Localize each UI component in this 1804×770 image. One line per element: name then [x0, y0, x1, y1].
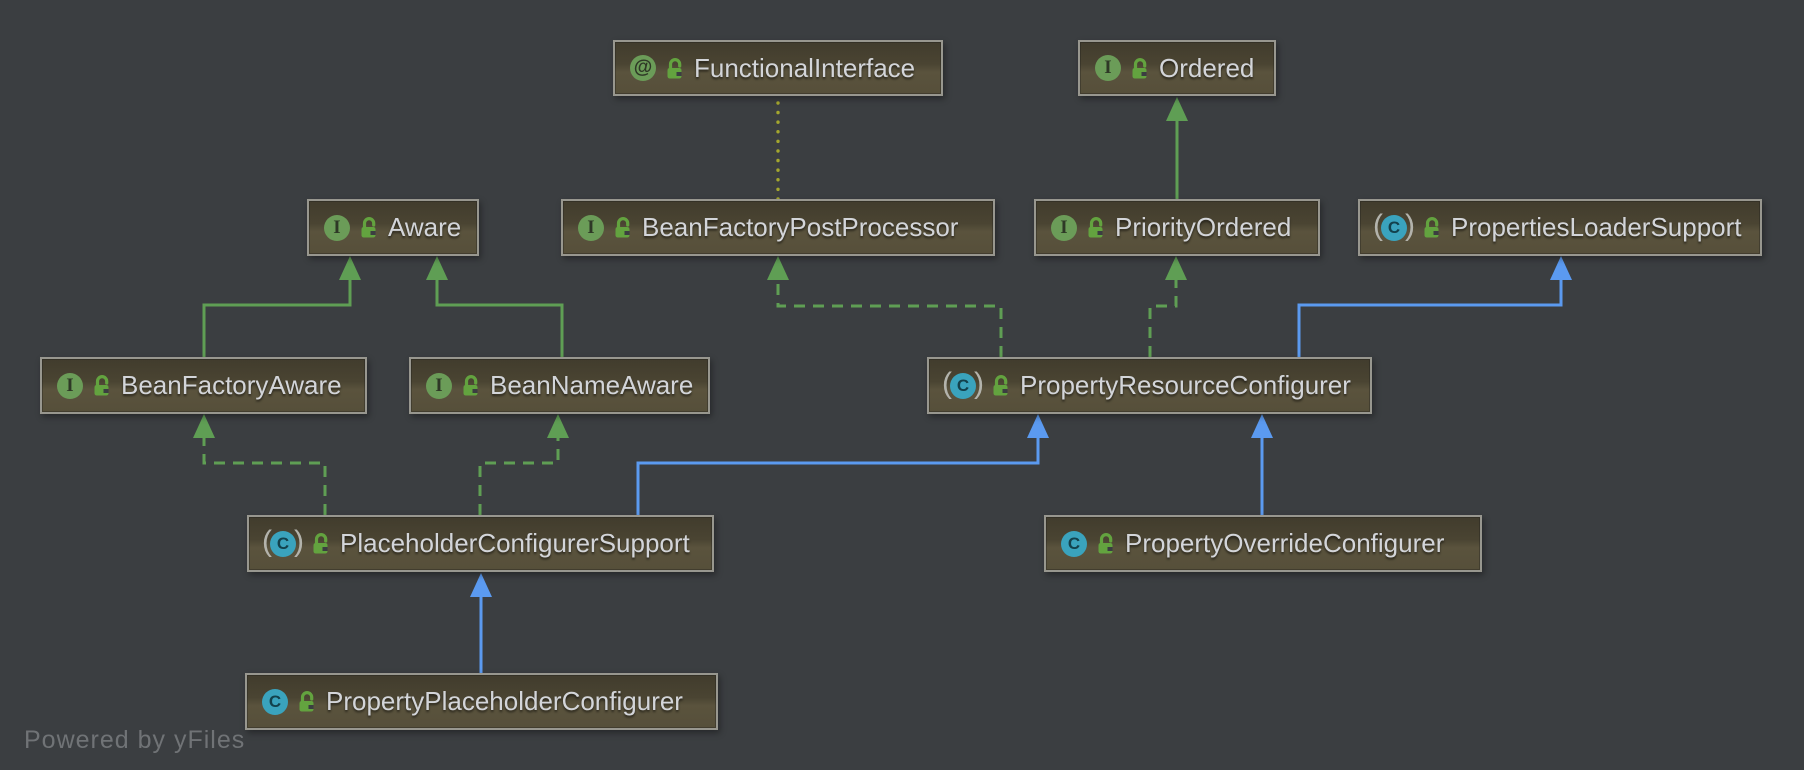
edge-property-resource-configurer-implements-priority-ordered — [1148, 256, 1187, 357]
arrowhead — [426, 256, 448, 280]
public-lock-icon — [993, 375, 1008, 396]
interface-icon: ( I ) — [1095, 55, 1121, 81]
arrowhead — [470, 573, 492, 597]
abstract-class-icon: ( C ) — [262, 524, 304, 558]
public-lock-icon — [463, 375, 478, 396]
edge-property-resource-configurer-implements-bean-factory-post-processor — [767, 256, 1003, 357]
interface-icon: ( I ) — [1051, 214, 1077, 241]
node-placeholder-configurer-support[interactable]: ( C ) PlaceholderConfigurerSupport — [247, 515, 714, 572]
node-label: BeanFactoryAware — [121, 370, 342, 400]
node-aware[interactable]: ( I ) Aware — [307, 199, 479, 256]
node-bean-factory-post-processor[interactable]: ( I ) BeanFactoryPostProcessor — [561, 199, 995, 256]
arrowhead — [1166, 97, 1188, 121]
edge-priority-ordered-extends-ordered — [1166, 97, 1188, 199]
node-label: PropertyOverrideConfigurer — [1125, 528, 1445, 558]
public-lock-icon — [313, 533, 328, 554]
interface-icon: ( I ) — [578, 214, 604, 241]
node-label: PlaceholderConfigurerSupport — [340, 528, 690, 558]
abstract-paren: ( — [262, 524, 272, 558]
edge-bean-factory-aware-extends-aware — [202, 256, 361, 357]
node-property-resource-configurer[interactable]: ( C ) PropertyResourceConfigurer — [927, 357, 1372, 414]
public-lock-icon — [361, 217, 376, 238]
edge-property-override-configurer-extends-property-resource-configurer — [1251, 414, 1273, 515]
arrowhead — [547, 414, 569, 438]
interface-icon: ( I ) — [57, 372, 83, 399]
arrowhead — [339, 256, 361, 280]
edge-placeholder-configurer-support-implements-bean-name-aware — [478, 414, 569, 515]
abstract-paren: ( — [942, 366, 952, 400]
annotation-icon: ( @ ) — [630, 55, 656, 81]
public-lock-icon — [94, 375, 109, 396]
edge-placeholder-configurer-support-implements-bean-factory-aware — [193, 414, 327, 515]
node-label: Ordered — [1159, 52, 1255, 83]
node-bean-factory-aware[interactable]: ( I ) BeanFactoryAware — [40, 357, 367, 414]
node-property-placeholder-configurer[interactable]: ( C ) PropertyPlaceholderConfigurer — [245, 673, 718, 730]
public-lock-icon — [667, 57, 682, 78]
abstract-class-icon: ( C ) — [942, 366, 984, 400]
arrowhead — [193, 414, 215, 438]
abstract-paren: ) — [1405, 208, 1415, 242]
yfiles-watermark: Powered by yFiles — [24, 726, 246, 754]
interface-icon: ( I ) — [324, 214, 350, 241]
node-bean-name-aware[interactable]: ( I ) BeanNameAware — [409, 357, 710, 414]
public-lock-icon — [1088, 217, 1103, 238]
node-property-override-configurer[interactable]: ( C ) PropertyOverrideConfigurer — [1044, 515, 1482, 572]
public-lock-icon — [1098, 533, 1113, 554]
public-lock-icon — [1132, 57, 1147, 78]
edge-property-resource-configurer-extends-properties-loader-support — [1297, 256, 1572, 357]
node-properties-loader-support[interactable]: ( C ) PropertiesLoaderSupport — [1358, 199, 1762, 256]
edge-bean-name-aware-extends-aware — [426, 256, 564, 357]
arrowhead — [1550, 256, 1572, 280]
abstract-class-icon: ( C ) — [1373, 208, 1415, 242]
node-label: Aware — [388, 212, 462, 242]
node-priority-ordered[interactable]: ( I ) PriorityOrdered — [1034, 199, 1320, 256]
class-icon: ( C ) — [1061, 530, 1087, 557]
node-label: PriorityOrdered — [1115, 212, 1292, 242]
abstract-paren: ) — [294, 524, 304, 558]
arrowhead — [767, 256, 789, 280]
edge-property-placeholder-configurer-extends-placeholder-configurer-support — [470, 573, 492, 673]
arrowhead — [1027, 414, 1049, 438]
node-ordered[interactable]: ( I ) Ordered — [1078, 40, 1276, 96]
public-lock-icon — [1424, 217, 1439, 238]
edge-placeholder-configurer-support-extends-property-resource-configurer — [636, 414, 1049, 515]
node-label: PropertiesLoaderSupport — [1451, 212, 1742, 242]
node-functional-interface[interactable]: ( @ ) FunctionalInterface — [613, 40, 943, 96]
node-label: PropertyResourceConfigurer — [1020, 370, 1351, 400]
public-lock-icon — [615, 217, 630, 238]
node-label: FunctionalInterface — [694, 52, 916, 83]
abstract-paren: ( — [1373, 208, 1383, 242]
class-icon: ( C ) — [262, 688, 288, 715]
interface-icon: ( I ) — [426, 372, 452, 399]
node-label: PropertyPlaceholderConfigurer — [326, 686, 683, 716]
arrowhead — [1251, 414, 1273, 438]
public-lock-icon — [299, 691, 314, 712]
node-label: BeanFactoryPostProcessor — [642, 212, 959, 242]
arrowhead — [1165, 256, 1187, 280]
abstract-paren: ) — [974, 366, 984, 400]
node-label: BeanNameAware — [490, 370, 694, 400]
